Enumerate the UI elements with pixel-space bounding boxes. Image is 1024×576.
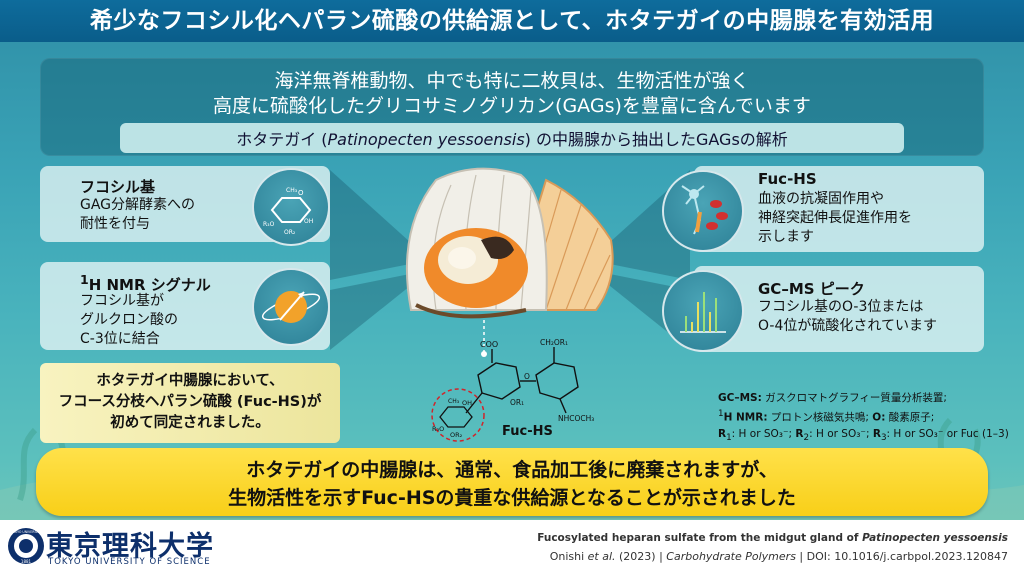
citation-title-species: Patinopecten yessoensis bbox=[862, 532, 1008, 544]
analysis-text-before: ホタテガイ ( bbox=[236, 130, 328, 149]
note-o-key: O: bbox=[872, 411, 886, 424]
conclusion-line-2: 生物活性を示すFuc-HSの貴重な供給源となることが示されました bbox=[228, 487, 796, 509]
nmr-superscript: 1 bbox=[80, 272, 89, 287]
conclusion-line-1: ホタテガイの中腸腺は、通常、食品加工後に廃棄されますが、 bbox=[246, 459, 778, 481]
note-r1-sub: 1 bbox=[726, 433, 732, 444]
page-title: 希少なフコシル化ヘパラン硫酸の供給源として、ホタテガイの中腸腺を有効活用 bbox=[0, 0, 1024, 42]
seal-year: 1881 bbox=[21, 559, 32, 564]
note-r3-sub: 3 bbox=[880, 433, 887, 444]
note-gcms-val: ガスクロマトグラフィー質量分析装置; bbox=[761, 392, 947, 404]
university-name-en: TOKYO UNIVERSITY OF SCIENCE bbox=[48, 557, 211, 567]
nmr-title-text: H NMR シグナル bbox=[88, 276, 211, 294]
intro-line-2: 高度に硫酸化したグリコサミノグリカン(GAGs)を豊富に含んでいます bbox=[213, 95, 811, 117]
structure-ch3: CH₃ bbox=[448, 398, 460, 405]
neuron-blood-icon bbox=[662, 170, 744, 252]
connector-beams bbox=[330, 170, 690, 350]
pointer-line bbox=[481, 320, 487, 357]
note-nmr-val: プロトン核磁気共鳴; bbox=[767, 411, 873, 424]
note-gcms-key: GC–MS: bbox=[718, 392, 762, 404]
structure-r3o: R₃O bbox=[432, 425, 444, 433]
structure-oh: OH bbox=[462, 399, 472, 407]
note-r1-key: R bbox=[718, 428, 727, 440]
note-r-groups: R1: H or SO₃⁻; R2: H or SO₃⁻; R3: H or S… bbox=[718, 428, 1018, 443]
card-nmr-body: フコシル基が グルクロン酸の C-3位に結合 bbox=[80, 293, 178, 347]
card-fucosyl-title: フコシル基 bbox=[80, 178, 156, 196]
citation-author: Onishi bbox=[549, 550, 588, 563]
analysis-banner bbox=[120, 123, 904, 153]
card-fuc-hs-title: Fuc-HS bbox=[758, 170, 817, 188]
structure-ch2or1: CH₂OR₁ bbox=[540, 338, 568, 347]
note-nmr-sup: 1 bbox=[718, 409, 724, 419]
analysis-species: Patinopecten yessoensis bbox=[327, 130, 525, 149]
card-fucosyl-body: GAG分解酵素への 耐性を付与 bbox=[80, 197, 196, 232]
fucose-icon-o: O bbox=[298, 189, 304, 197]
structure-label: Fuc-HS bbox=[502, 424, 553, 439]
note-r2-val: : H or SO₃⁻; bbox=[809, 428, 873, 440]
fucose-icon-oh: OH bbox=[304, 218, 313, 225]
citation-title-prefix: Fucosylated heparan sulfate from the mid… bbox=[537, 532, 863, 544]
footer bbox=[0, 520, 1024, 576]
citation-doi[interactable]: | DOI: 10.1016/j.carbpol.2023.120847 bbox=[795, 550, 1008, 563]
seal-text: TOKYO UNIVERSITY bbox=[10, 530, 42, 534]
note-r3-val: : H or SO₃⁻ or Fuc (1–3) bbox=[886, 428, 1009, 440]
fucose-molecule-icon: O CH₃ OH R₃O OR₂ bbox=[252, 168, 330, 246]
scallop-illustration bbox=[405, 167, 614, 319]
conclusion-box bbox=[36, 448, 988, 516]
note-r2-key: R bbox=[795, 428, 804, 440]
card-gcms-title: GC–MS ピーク bbox=[758, 280, 865, 298]
citation-etal: et al. bbox=[587, 550, 616, 563]
structure-or1: OR₁ bbox=[510, 398, 524, 407]
citation-year: (2023) | bbox=[615, 550, 667, 563]
fucose-icon-or2: OR₂ bbox=[284, 229, 296, 236]
note-nmr-key: H NMR: bbox=[723, 411, 768, 424]
structure-coo: COO bbox=[480, 340, 498, 349]
analysis-heading: ホタテガイ (Patinopecten yessoensis) の中腸腺から抽出… bbox=[120, 126, 904, 150]
card-fuc-hs-body: 血液の抗凝固作用や 神経突起伸長促進作用を 示します bbox=[758, 191, 912, 245]
intro-line-1: 海洋無脊椎動物、中でも特に二枚貝は、生物活性が強く bbox=[274, 70, 750, 92]
identification-text: ホタテガイ中腸腺において、 フコース分枝ヘパラン硫酸 (Fuc-HS)が 初めて… bbox=[58, 373, 322, 431]
fuc-hs-structure: COO CH₂OR₁ O NHCOCH₃ OR₁ OH CH₃ R₃O OR₂ … bbox=[418, 335, 598, 445]
fucose-icon-r3o: R₃O bbox=[263, 221, 275, 228]
analysis-text-after: ) の中腸腺から抽出したGAGsの解析 bbox=[524, 130, 788, 149]
note-nmr: 1H NMR: プロトン核磁気共鳴; O: 酸素原子; bbox=[718, 409, 1018, 425]
note-r2-sub: 2 bbox=[803, 433, 810, 444]
identification-box bbox=[40, 363, 340, 443]
citation-reference: Onishi et al. (2023) | Carbohydrate Poly… bbox=[550, 550, 1008, 563]
structure-or2: OR₂ bbox=[450, 431, 463, 439]
card-gcms-body: フコシル基のO-3位または O-4位が硫酸化されています bbox=[758, 299, 937, 334]
structure-o-link: O bbox=[524, 372, 530, 381]
note-o-val: 酸素原子; bbox=[885, 411, 935, 424]
citation-journal: Carbohydrate Polymers bbox=[666, 550, 796, 563]
citation-title: Fucosylated heparan sulfate from the mid… bbox=[537, 532, 1008, 544]
card-nmr-title: 1H NMR シグナル bbox=[80, 272, 211, 295]
nmr-spin-icon bbox=[252, 268, 330, 346]
note-gcms: GC–MS: ガスクロマトグラフィー質量分析装置; bbox=[718, 390, 1018, 405]
fucose-icon-ch3: CH₃ bbox=[286, 187, 298, 194]
note-r3-key: R bbox=[872, 428, 881, 440]
university-seal-icon: 1881 TOKYO UNIVERSITY bbox=[6, 526, 46, 566]
gcms-chart-icon bbox=[662, 270, 744, 352]
structure-nhcoch3: NHCOCH₃ bbox=[558, 414, 594, 423]
university-name-ja: 東京理科大学 bbox=[46, 531, 214, 562]
note-r1-val: : H or SO₃⁻; bbox=[731, 428, 796, 440]
